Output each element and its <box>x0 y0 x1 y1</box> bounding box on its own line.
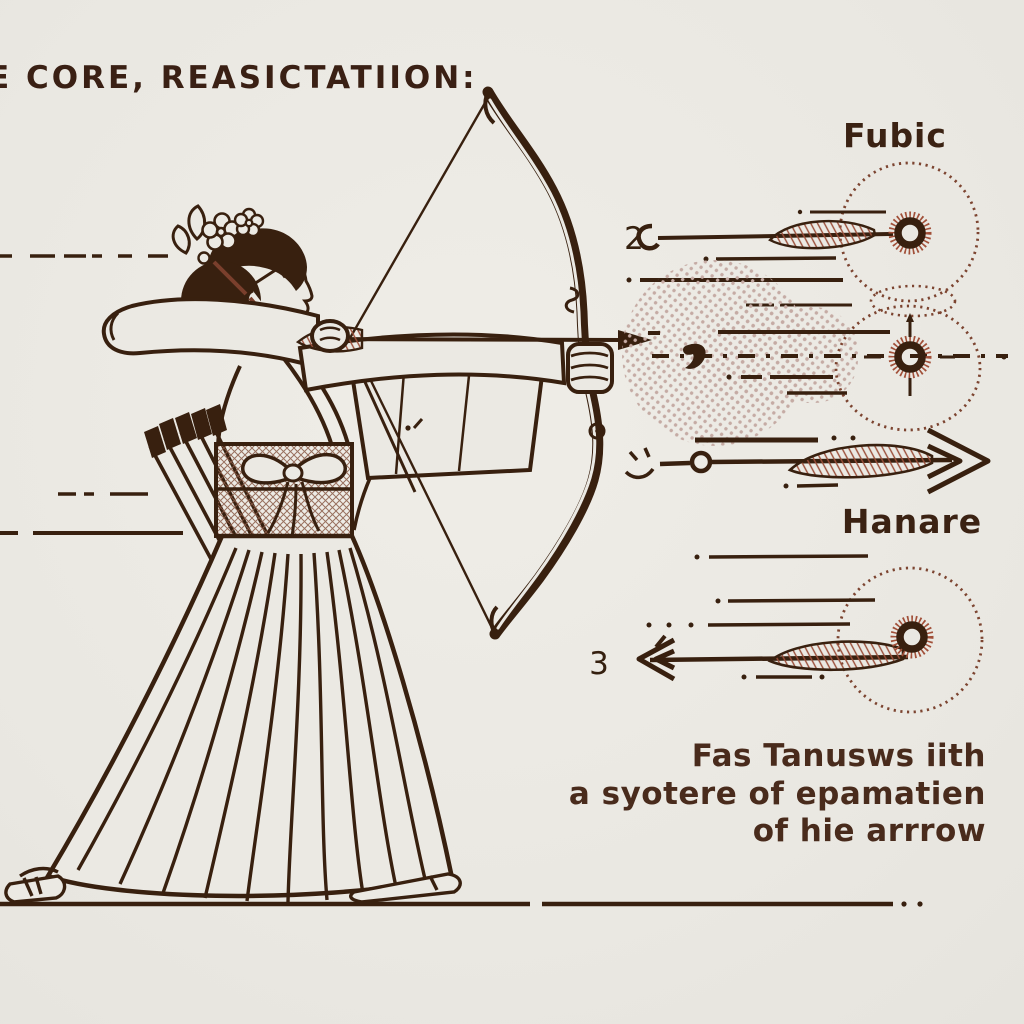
kimono-sleeve <box>349 357 547 481</box>
hanare-row: Hanare <box>624 427 991 541</box>
arrow-fletching <box>767 640 905 672</box>
obi-belt <box>214 442 354 538</box>
bow-wrap-mark <box>564 286 580 314</box>
arrow-fletching <box>768 220 877 250</box>
caption-line: of hie arrrow <box>753 813 986 849</box>
arrow-shaft <box>321 337 623 342</box>
nock-glyph <box>689 450 713 474</box>
open-arrowhead-icon <box>926 427 991 495</box>
step-2-row: Fubic 2 <box>624 116 980 307</box>
speed-squiggle <box>624 447 655 479</box>
target-icon <box>890 615 934 659</box>
label-hanare: Hanare <box>842 502 982 541</box>
drawing-arm <box>101 297 320 366</box>
label-fubic: Fubic <box>843 116 947 155</box>
hands <box>310 319 614 394</box>
caption-line: Fas Tanusws iith <box>692 738 986 774</box>
flying-arrow-hanare <box>659 427 991 495</box>
ground-line <box>0 901 923 907</box>
step-3-number: 3 <box>589 646 609 682</box>
speed-lines <box>648 330 890 443</box>
hakama-skirt <box>44 533 455 903</box>
extended-arm <box>297 332 567 393</box>
elbow-crease <box>109 311 120 341</box>
open-arrowhead-icon <box>636 634 676 682</box>
target-icon <box>888 211 932 255</box>
halftone-burst <box>622 260 858 446</box>
sandals <box>4 866 462 904</box>
speed-lines <box>783 483 839 489</box>
dotted-orbit <box>834 304 982 432</box>
step-3-row: 3 <box>589 554 984 714</box>
nock-glyph <box>636 223 660 251</box>
speed-lines <box>646 554 876 680</box>
dotted-orbit-small <box>869 284 957 318</box>
draw-hand <box>310 319 350 353</box>
obi-ribbon <box>241 452 347 538</box>
dotted-orbit <box>836 566 984 714</box>
grip-hand <box>566 342 614 394</box>
bow-tip-top <box>483 91 496 125</box>
page-title: E CORE, REASICTATIION: <box>0 60 478 96</box>
caption-line: a syotere of epamatien <box>569 776 986 812</box>
leaf-icon <box>171 224 191 255</box>
bow-eye-mark <box>588 422 606 440</box>
skirt-pleats <box>76 547 427 903</box>
bow-tip-bottom <box>489 605 499 635</box>
arms <box>101 297 567 493</box>
flower-icon <box>233 207 265 238</box>
bow-limb <box>482 86 604 640</box>
flight-row <box>622 260 1008 446</box>
flying-arrow-3 <box>636 634 909 682</box>
flower-bud <box>197 251 211 265</box>
speed-comma-glyph <box>683 343 706 369</box>
flying-arrow-2 <box>636 220 894 251</box>
arrow-fletching <box>787 443 934 479</box>
caption: Fas Tanusws iith a syotere of epamatien … <box>569 738 986 849</box>
target-icon-crosshair <box>864 313 1007 396</box>
bow <box>348 86 606 640</box>
archer-illustration <box>4 86 652 904</box>
left-speed-lines <box>0 254 183 535</box>
